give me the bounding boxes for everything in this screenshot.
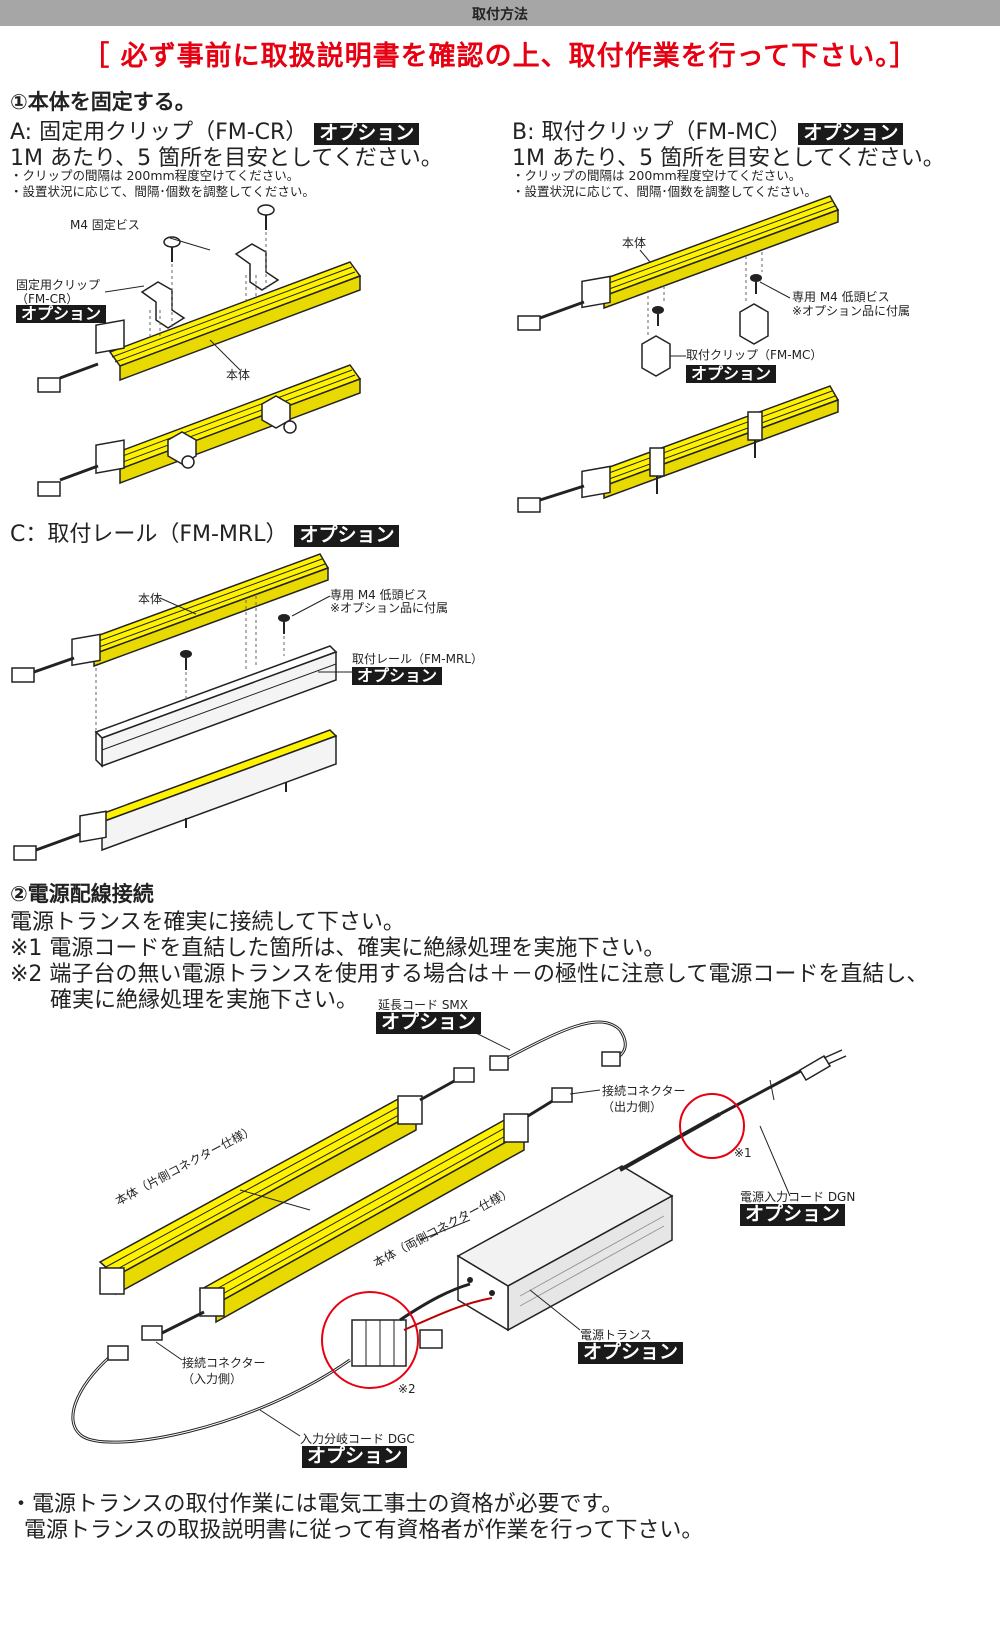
option-badge-power-text: オプション [740,1203,846,1226]
option-badge-branch: オプション [302,1445,408,1468]
screw-icon-a-2 [257,204,275,230]
warning-text: ［ 必ず事前に取扱説明書を確認の上、取付作業を行って下さい。］ [82,41,918,72]
section-a-note2: ・設置状況に応じて、間隔･個数を調整してください。 [10,184,315,199]
label-a-screw: M4 固定ビス [70,218,140,232]
section2-title: ②電源配線接続 [10,882,154,906]
label-b-clip: 取付クリップ（FM-MC） [686,348,823,362]
strip-b-lower [517,385,840,513]
section-b-heading: B: 取付クリップ（FM-MC） オプション [512,114,904,146]
header-title: 取付方法 [472,7,528,23]
section2-line1: 電源トランスを確実に接続して下さい。 [10,910,405,935]
label-conn-out-2: （出力側） [602,1100,663,1114]
label-c-body: 本体 [138,592,163,606]
label-a-clip-1: 固定用クリップ [16,278,101,292]
clip-a-1 [140,281,186,329]
clip-a-2 [234,243,280,291]
label-body-double: 本体（両側コネクター仕様） [370,1184,515,1271]
label-conn-in-1: 接続コネクター [182,1356,266,1370]
section-a-line1: 1M あたり、5 箇所を目安としてください。 [10,146,443,171]
option-badge-c-rail: オプション [352,666,443,686]
label-mark-1: ※1 [734,1146,752,1160]
option-badge-b-clip: オプション [686,364,777,384]
section-a-heading: A: 固定用クリップ（FM-CR） オプション [10,114,420,146]
header-bar: 取付方法 [0,0,1000,26]
label-conn-out-1: 接続コネクター [602,1084,686,1098]
option-badge-b-clip-text: オプション [686,364,777,384]
option-badge-ext: オプション [376,1011,482,1034]
option-badge-a-clip-text: オプション [16,304,107,324]
footer-line2: 電源トランスの取扱説明書に従って有資格者が作業を行って下さい。 [24,1518,704,1543]
strip-b-upper [517,195,840,331]
footer-line1: ・電源トランスの取付作業には電気工事士の資格が必要です。 [10,1492,624,1517]
extension-cord [489,1020,627,1071]
label-c-screw-1: 専用 M4 低頭ビス [330,588,428,602]
option-badge-a-clip: オプション [16,304,107,324]
label-mark-2: ※2 [398,1382,416,1396]
label-b-screw-2: ※オプション品に付属 [792,304,911,318]
section-c-heading: C：取付レール（FM-MRL） オプション [10,516,400,548]
option-badge-a: オプション [314,122,420,145]
clip-b-1 [641,335,671,377]
screw-icon-b-1 [652,306,664,326]
label-c-rail: 取付レール（FM-MRL） [352,652,483,666]
label-b-screw-1: 専用 M4 低頭ビス [792,290,890,304]
section-b-line1: 1M あたり、5 箇所を目安としてください。 [512,146,945,171]
screw-icon-c-1 [180,650,192,670]
screw-icon-a-1 [163,236,181,262]
screw-icon-c-2 [278,614,290,634]
option-badge-c-rail-text: オプション [352,666,443,686]
option-badge-c: オプション [294,524,400,547]
section-b-note1: ・クリップの間隔は 200mm程度空けてください。 [512,168,802,183]
label-b-body: 本体 [622,236,647,250]
option-badge-power: オプション [740,1203,846,1226]
option-badge-transformer-text: オプション [578,1341,684,1364]
section-a-note1: ・クリップの間隔は 200mm程度空けてください。 [10,168,300,183]
label-ext-cord: 延長コード SMX [378,998,469,1012]
label-body-single: 本体（片側コネクター仕様） [112,1122,257,1209]
screw-icon-b-2 [750,274,762,294]
label-c-screw-2: ※オプション品に付属 [330,601,449,615]
clip-b-2 [739,303,769,345]
option-badge-b: オプション [798,122,904,145]
terminal-block [351,1282,493,1367]
label-branch-cord: 入力分岐コード DGC [300,1432,415,1446]
label-power-cord: 電源入力コード DGN [740,1190,856,1204]
transformer [456,1112,721,1332]
section2-line2: ※1 電源コードを直結した箇所は、確実に絶縁処理を実施下さい。 [10,936,666,961]
option-badge-branch-text: オプション [302,1445,408,1468]
strip-c-lower [13,729,338,861]
power-cord [719,1049,847,1116]
section-c-title: C：取付レール（FM-MRL） [10,522,288,547]
callout-circle-2 [321,1291,419,1389]
section2-line4: 確実に絶縁処理を実施下さい。 [50,988,359,1013]
label-transformer: 電源トランス [580,1328,652,1342]
section1-title: ①本体を固定する。 [10,90,196,114]
label-a-body: 本体 [226,368,251,382]
strip-a-lower [37,364,362,497]
label-a-clip-2: （FM-CR） [16,292,79,306]
label-conn-in-2: （入力側） [182,1372,243,1386]
option-badge-transformer: オプション [578,1341,684,1364]
strip-c-upper [11,553,330,683]
section-a-title: A: 固定用クリップ（FM-CR） [10,120,308,145]
option-badge-ext-text: オプション [376,1011,482,1034]
section-b-title: B: 取付クリップ（FM-MC） [512,120,792,145]
section2-line3: ※2 端子台の無い電源トランスを使用する場合は＋－の極性に注意して電源コードを直… [10,962,929,987]
section-b-note2: ・設置状況に応じて、間隔･個数を調整してください。 [512,184,817,199]
strip-double-connector [141,1087,573,1341]
rail-c [94,645,338,768]
